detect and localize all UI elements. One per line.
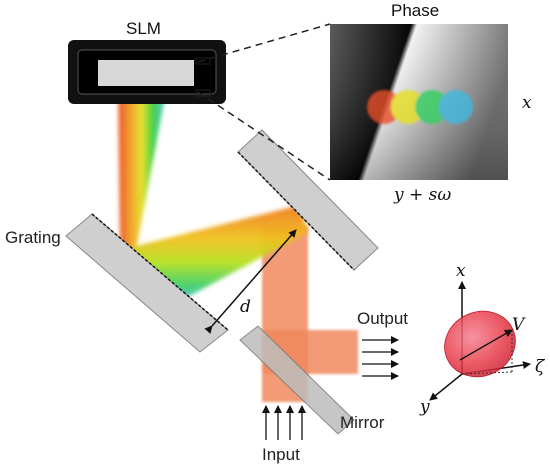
distance-label: d xyxy=(240,297,251,317)
axis-zeta-label: ζ xyxy=(535,357,546,377)
grating-label: Grating xyxy=(5,228,61,247)
phase-spot-red xyxy=(367,90,401,124)
mirror-top xyxy=(237,129,379,271)
distance-arrow xyxy=(204,229,297,334)
input-arrows xyxy=(262,405,306,440)
vector-v-label: V xyxy=(512,315,526,335)
phase-spot-green xyxy=(415,90,449,124)
axis-y-label: y xyxy=(419,397,430,417)
phase-axis-y-label: y + sω xyxy=(393,185,451,205)
mirror-label: Mirror xyxy=(340,413,385,432)
phase-panel xyxy=(330,24,508,180)
slm-device xyxy=(68,40,226,104)
spectrum-beam-vertical xyxy=(118,74,166,250)
phase-axis-x-label: x xyxy=(522,93,532,113)
output-label: Output xyxy=(357,309,408,328)
ellipsoid xyxy=(444,310,516,378)
slm-label: SLM xyxy=(126,19,161,38)
output-arrows xyxy=(362,336,399,380)
zoom-lines xyxy=(195,23,331,181)
vector-v-arrow xyxy=(459,329,513,361)
phase-spot-blue xyxy=(439,90,473,124)
phase-spot-yellow xyxy=(391,90,425,124)
phase-label: Phase xyxy=(391,1,439,20)
axis-x-label: x xyxy=(456,261,466,281)
input-label: Input xyxy=(262,445,300,464)
